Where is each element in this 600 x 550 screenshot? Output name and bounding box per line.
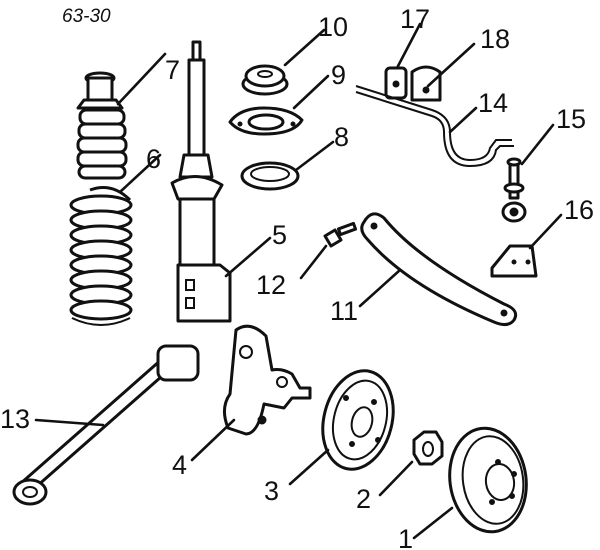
leader-14 [448, 106, 478, 134]
callout-9: 9 [331, 60, 346, 90]
leader-16 [528, 213, 563, 250]
leader-3 [288, 448, 330, 486]
leader-18 [426, 42, 476, 88]
strut-assembly-part [170, 40, 232, 323]
diagram-code: 63-30 [62, 6, 111, 27]
callout-18: 18 [480, 24, 510, 54]
upper-mount-plate-part [228, 106, 304, 136]
leader-12 [299, 244, 328, 280]
leader-9 [292, 74, 330, 110]
callout-2: 2 [356, 484, 371, 514]
brake-drum-part [448, 426, 528, 534]
backing-plate-part [321, 369, 395, 471]
callout-12: 12 [256, 270, 286, 300]
mount-bushing-part [241, 64, 289, 96]
leader-15 [520, 123, 555, 166]
stabilizer-bar-part [355, 85, 514, 168]
callout-8: 8 [334, 122, 349, 152]
spring-seat-ring-part [240, 161, 300, 191]
callout-16: 16 [564, 195, 594, 225]
bump-stop-boot-part [76, 71, 128, 180]
leader-8 [294, 140, 335, 172]
stabilizer-link-part [501, 157, 527, 223]
leader-lines [34, 22, 563, 540]
leader-7 [116, 52, 167, 106]
callout-5: 5 [272, 220, 287, 250]
leader-11 [358, 268, 402, 308]
hub-nut-part [412, 430, 444, 466]
leader-13 [34, 418, 105, 427]
callout-6: 6 [146, 144, 161, 174]
leader-1 [412, 506, 454, 540]
trailing-arm-part [12, 344, 200, 506]
stabilizer-clamp-parts [384, 65, 442, 102]
callout-14: 14 [478, 88, 508, 118]
callout-1: 1 [398, 524, 413, 550]
lateral-link-arm-part [360, 212, 518, 327]
leader-2 [378, 460, 414, 497]
callout-15: 15 [556, 104, 586, 134]
callout-7: 7 [165, 55, 180, 85]
callout-labels: 7 6 5 10 9 8 17 18 14 15 16 12 11 13 4 3… [0, 4, 594, 550]
bolt-part [323, 221, 358, 248]
callout-11: 11 [330, 296, 358, 326]
callout-3: 3 [264, 476, 279, 506]
callout-17: 17 [400, 4, 430, 34]
knuckle-part [223, 324, 312, 436]
callout-4: 4 [172, 450, 187, 480]
leader-6 [118, 153, 162, 194]
callout-10: 10 [318, 12, 348, 42]
leader-5 [224, 236, 272, 278]
leader-10 [283, 28, 326, 67]
leader-4 [190, 418, 236, 462]
bracket-part [490, 244, 538, 278]
leader-17 [395, 22, 422, 70]
coil-spring-part [69, 186, 133, 326]
callout-13: 13 [0, 404, 30, 434]
